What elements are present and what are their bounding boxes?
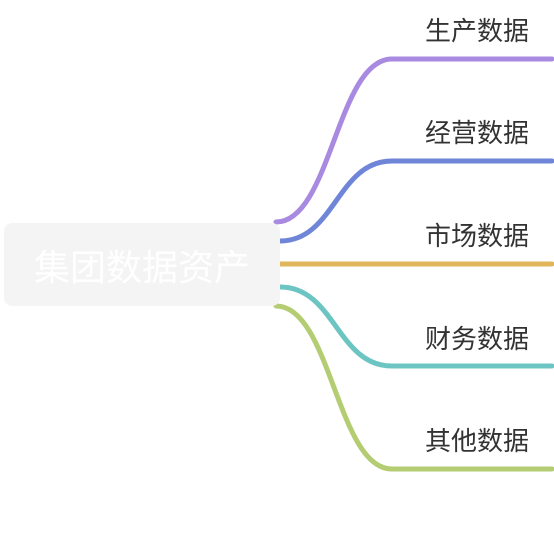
branch-label-production[interactable]: 生产数据 (424, 17, 529, 47)
edge-other (273, 303, 554, 472)
root-node-label: 集团数据资产 (33, 247, 250, 289)
branch-label-market[interactable]: 市场数据 (424, 222, 529, 252)
root-node[interactable]: 集团数据资产 (4, 223, 280, 306)
edge-operations (277, 158, 554, 244)
branch-label-other[interactable]: 其他数据 (424, 427, 529, 457)
branch-label-operations[interactable]: 经营数据 (424, 119, 529, 149)
branch-label-finance[interactable]: 财务数据 (424, 325, 529, 355)
edge-production (273, 56, 554, 225)
edge-finance (277, 284, 554, 369)
